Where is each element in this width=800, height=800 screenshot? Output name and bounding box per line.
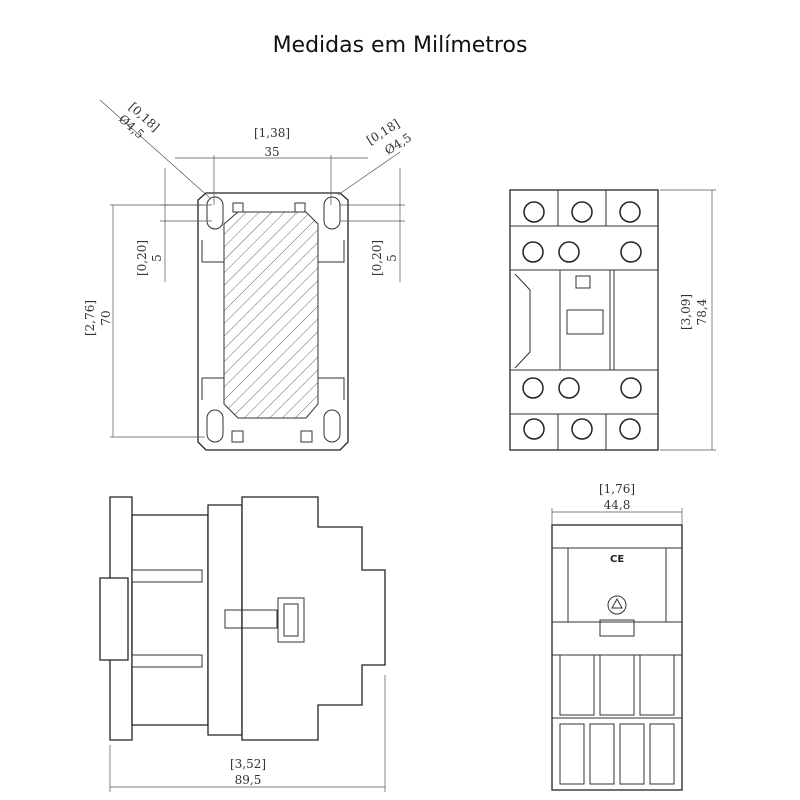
front-height-mm-label: 78,4 [695, 298, 709, 325]
front-height-inch-label: [3,09] [679, 294, 693, 330]
depth-mm-label: 89,5 [235, 773, 262, 787]
end-width-inch-label: [1,76] [599, 482, 635, 496]
offset-right-mm-label: 5 [385, 254, 399, 262]
height-mm-label: 70 [99, 310, 113, 325]
front-view: [3,09] 78,4 [509, 189, 716, 451]
mounting-hole-icon [206, 196, 224, 230]
side-view: [3,52] 89,5 [99, 496, 386, 792]
terminal-screw-icons [522, 201, 642, 440]
ce-mark: CE [610, 554, 624, 565]
page-title: Medidas em Milímetros [273, 33, 528, 58]
offset-left-inch-label: [0,20] [135, 240, 149, 276]
width-inch-label: [1,38] [254, 126, 290, 140]
width-mm-label: 35 [264, 145, 279, 159]
height-inch-label: [2,76] [83, 300, 97, 336]
offset-left-mm-label: 5 [150, 254, 164, 262]
mounting-view: [1,38] 35 [0,18] Ø4,5 [0,18] Ø4,5 [0,20]… [83, 99, 414, 451]
end-view: CE [1,76] 44,8 [551, 482, 683, 791]
end-width-mm-label: 44,8 [604, 498, 631, 512]
depth-inch-label: [3,52] [230, 757, 266, 771]
offset-right-inch-label: [0,20] [370, 240, 384, 276]
